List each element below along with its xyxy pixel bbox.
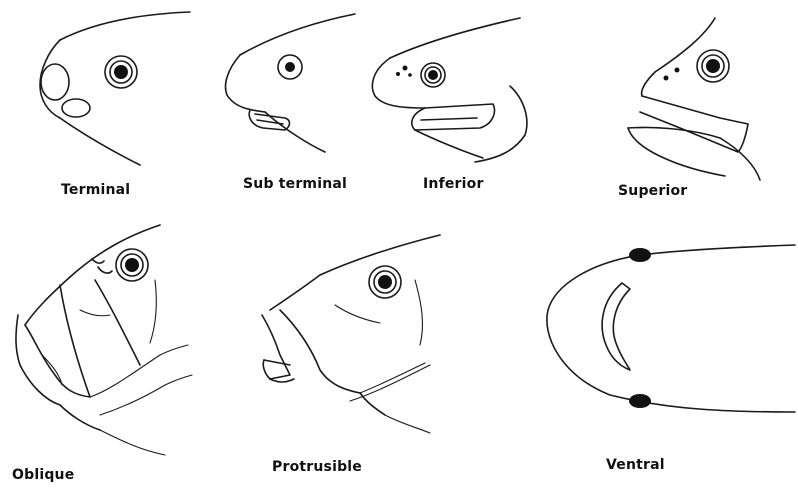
panel-oblique: Oblique [0,215,210,489]
caption-terminal: Terminal [61,182,130,198]
panel-inferior: Inferior [365,0,545,210]
ventral-mouth-drawing [530,215,798,489]
caption-protrusible: Protrusible [272,459,362,475]
panel-superior: Superior [600,0,798,210]
caption-inferior: Inferior [423,176,484,192]
caption-oblique: Oblique [12,467,74,483]
caption-ventral: Ventral [606,457,665,473]
panel-sub-terminal: Sub terminal [205,0,370,210]
panel-ventral: Ventral [530,215,798,489]
caption-sub-terminal: Sub terminal [243,176,347,192]
terminal-mouth-drawing [0,0,200,210]
protrusible-mouth-drawing [250,215,470,489]
superior-mouth-drawing [600,0,798,210]
panel-terminal: Terminal [0,0,200,210]
caption-superior: Superior [618,183,687,199]
oblique-mouth-drawing [0,215,210,489]
panel-protrusible: Protrusible [250,215,470,489]
